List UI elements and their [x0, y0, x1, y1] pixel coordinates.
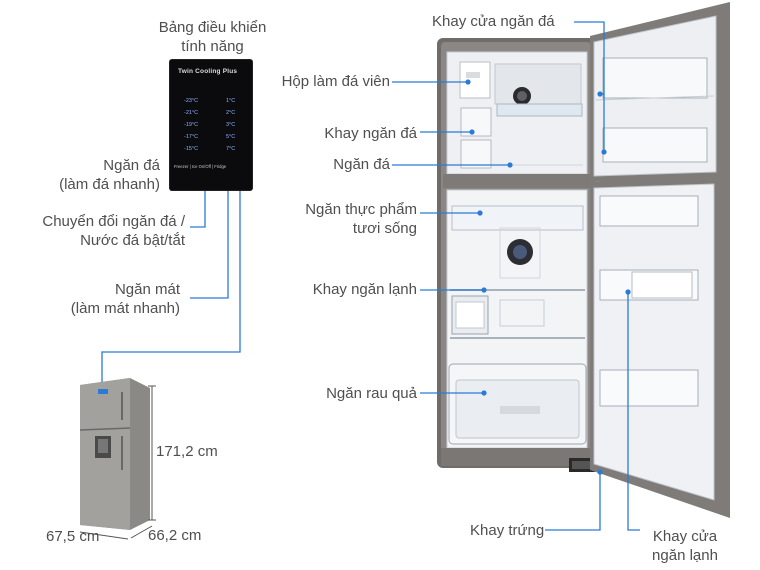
freezer-door: [590, 2, 730, 182]
label-freezer-fast: Ngăn đá (làm đá nhanh): [59, 157, 160, 193]
dimension-lines: [79, 385, 156, 540]
label-fridge-fast: Ngăn mát (làm mát nhanh): [70, 281, 180, 317]
label-ice-maker: Hộp làm đá viên: [281, 73, 390, 90]
freezer-temp: -19°C: [184, 122, 199, 128]
label-freezer-tray: Khay ngăn đá: [324, 125, 417, 142]
fridge-door: [590, 176, 730, 518]
fridge-temp: 3°C: [226, 122, 236, 128]
callout-dots: [465, 79, 631, 475]
label-switch-ice: Chuyển đổi ngăn đá / Nước đá bật/tắt: [42, 213, 185, 249]
freezer-temp: -21°C: [184, 110, 199, 116]
egg-tray-feet: [569, 458, 595, 472]
panel-brand: Twin Cooling Plus: [178, 68, 238, 75]
fridge-temp: 7°C: [226, 146, 236, 152]
label-freezer: Ngăn đá: [333, 156, 390, 173]
fridge-temp: 2°C: [226, 110, 236, 116]
control-panel: Twin Cooling Plus -23°C -21°C -19°C -17°…: [170, 60, 252, 190]
label-egg-tray: Khay trứng: [470, 522, 545, 539]
freezer-temp: -17°C: [184, 134, 199, 140]
fridge-temp: 1°C: [226, 98, 236, 104]
freezer-temp: -23°C: [184, 98, 199, 104]
dimension-height: 171,2 cm: [156, 443, 218, 460]
freezer-interior: [459, 61, 583, 169]
label-ice-door-tray: Khay cửa ngăn đá: [432, 13, 555, 30]
panel-footer: Freezer | Ice On/Off | Fridge: [174, 164, 227, 169]
freezer-temp: -15°C: [184, 146, 199, 152]
label-fresh-food: Ngăn thực phẩm tươi sống: [305, 201, 417, 237]
label-control-panel: Bảng điều khiển tính năng: [158, 19, 267, 55]
label-fridge-door-tray: Khay cửa ngăn lạnh: [652, 528, 718, 564]
fridge-temp: 5°C: [226, 134, 236, 140]
dimension-width: 67,5 cm: [46, 528, 100, 545]
label-fridge-tray: Khay ngăn lạnh: [312, 281, 417, 298]
label-veg-drawer: Ngăn rau quả: [326, 385, 417, 402]
dimension-depth: 66,2 cm: [148, 527, 202, 544]
fridge-thumbnail: [79, 378, 150, 530]
fridge-interior: [448, 205, 587, 445]
